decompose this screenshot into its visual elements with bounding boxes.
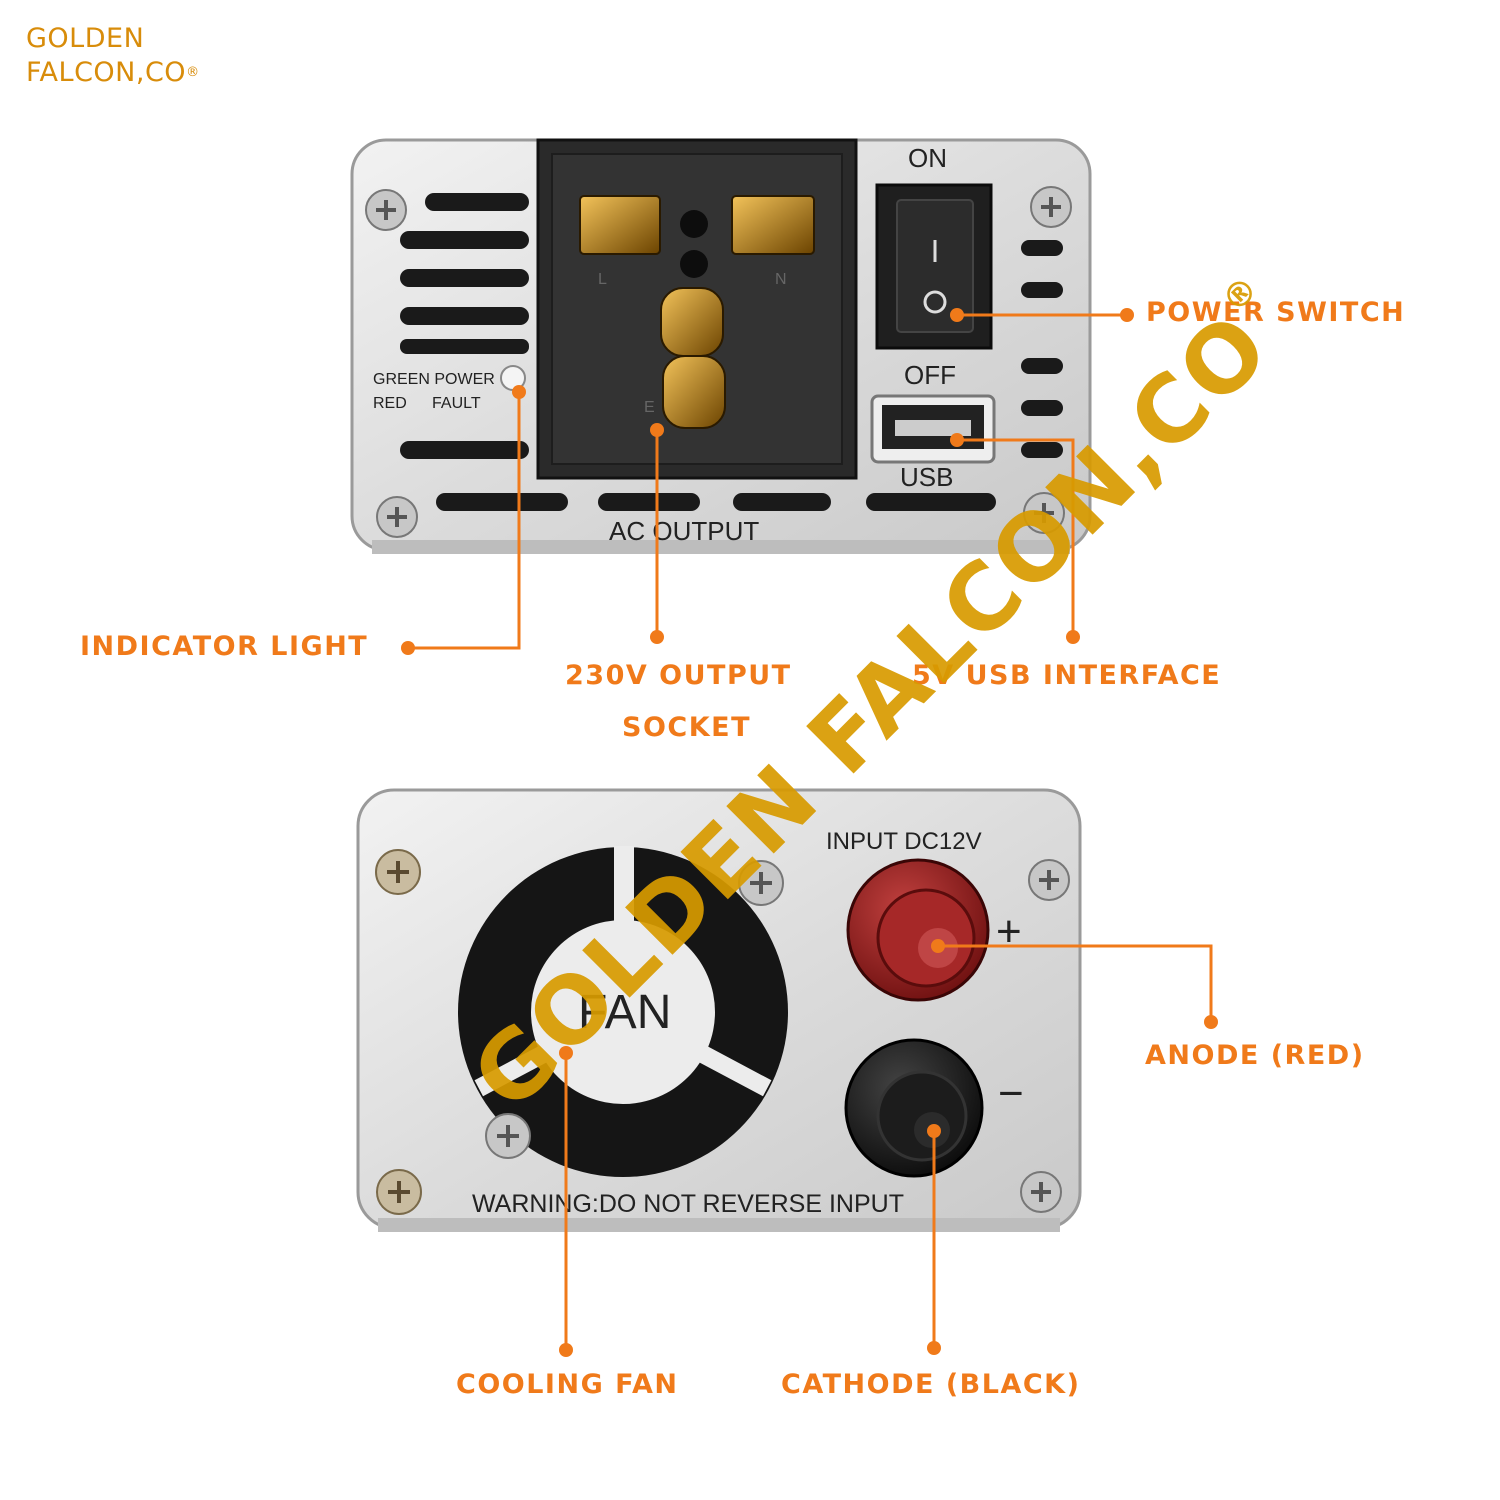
back-panel: FAN INPUT DC12V + xyxy=(356,788,1082,1232)
indicator-text-line1: GREEN POWER xyxy=(373,371,495,388)
warning-label: WARNING:DO NOT REVERSE INPUT xyxy=(472,1190,904,1218)
callout-output-socket-line1: 230V OUTPUT xyxy=(565,660,792,691)
fan-label: FAN xyxy=(578,986,671,1039)
switch-off-label: OFF xyxy=(904,360,956,390)
indicator-text-red: RED xyxy=(373,395,407,412)
usb-port[interactable] xyxy=(870,394,996,464)
callout-anode: ANODE (RED) xyxy=(1145,1040,1365,1071)
registered-mark: ® xyxy=(186,65,200,80)
cathode-terminal[interactable] xyxy=(844,1038,984,1178)
cooling-fan xyxy=(458,846,788,1177)
callout-dots xyxy=(401,308,1218,1357)
brand-logo-name: FALCON,CO xyxy=(26,57,187,88)
input-dc-label: INPUT DC12V xyxy=(826,828,982,855)
screw-icon xyxy=(365,186,1072,538)
socket-l-label: L xyxy=(598,271,607,288)
callout-usb-interface: 5V USB INTERFACE xyxy=(912,660,1222,691)
switch-off-mark xyxy=(923,290,947,314)
plus-sign: + xyxy=(996,907,1022,956)
right-vents xyxy=(1021,240,1063,458)
ac-output-socket[interactable]: L N E xyxy=(536,138,858,480)
left-vents xyxy=(400,193,996,511)
power-switch[interactable] xyxy=(875,183,993,350)
indicator-text-fault: FAULT xyxy=(432,395,481,412)
callout-indicator-light: INDICATOR LIGHT xyxy=(80,631,369,662)
brand-logo-line1: GOLDEN xyxy=(26,23,145,54)
screw-icon xyxy=(375,849,1070,1215)
callout-lines xyxy=(408,313,1213,1350)
minus-sign: − xyxy=(998,1069,1024,1118)
callout-output-socket-line2: SOCKET xyxy=(622,712,751,743)
ac-output-label: AC OUTPUT xyxy=(609,516,759,546)
usb-label: USB xyxy=(900,462,953,492)
socket-e-label: E xyxy=(644,399,655,416)
front-panel: L N E ON OFF USB GREEN POWER RED FAULT A… xyxy=(350,138,1092,554)
anode-terminal[interactable] xyxy=(846,858,990,1002)
callout-cathode: CATHODE (BLACK) xyxy=(781,1369,1081,1400)
switch-on-label: ON xyxy=(908,143,947,173)
brand-logo: GOLDEN FALCON,CO® xyxy=(26,22,200,90)
callout-power-switch: POWER SWITCH xyxy=(1146,297,1406,328)
socket-n-label: N xyxy=(775,271,787,288)
brand-logo-line2: FALCON,CO® xyxy=(26,56,200,90)
callout-cooling-fan: COOLING FAN xyxy=(456,1369,679,1400)
